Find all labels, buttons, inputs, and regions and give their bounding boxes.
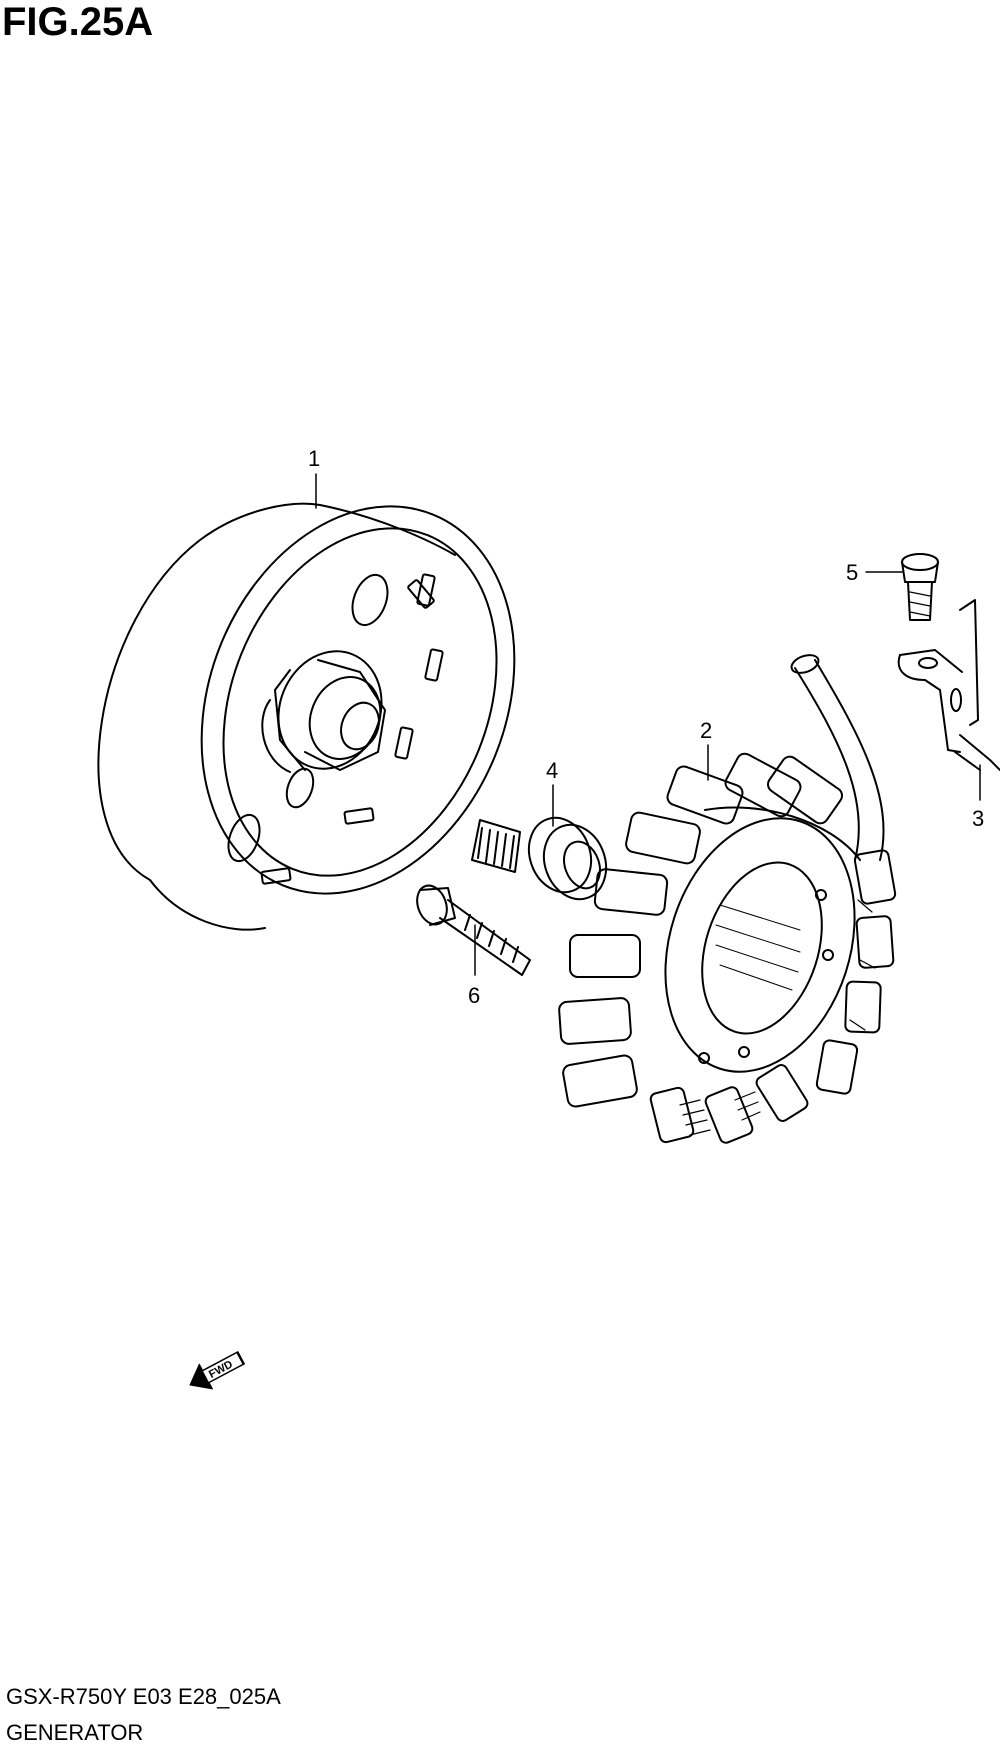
fwd-label: FWD xyxy=(207,1358,235,1380)
stator-bolt[interactable] xyxy=(412,881,531,976)
flywheel-rotor[interactable] xyxy=(97,459,570,941)
callout-1: 1 xyxy=(308,446,320,471)
stator-coil[interactable] xyxy=(558,652,897,1145)
clamp-bolt[interactable] xyxy=(901,553,939,621)
callout-3: 3 xyxy=(972,806,984,831)
wire-clamp[interactable] xyxy=(897,599,1000,771)
section-name: GENERATOR xyxy=(6,1720,144,1745)
leader-lines xyxy=(315,473,981,976)
washer[interactable] xyxy=(471,809,616,908)
callout-4: 4 xyxy=(546,758,558,783)
model-code: GSX-R750Y E03 E28_025A xyxy=(6,1684,281,1709)
callout-2: 2 xyxy=(700,718,712,743)
callout-5: 5 xyxy=(846,560,858,585)
forward-arrow-icon: FWD xyxy=(189,1351,245,1390)
figure-title: FIG.25A xyxy=(2,0,154,44)
callout-6: 6 xyxy=(468,983,480,1008)
